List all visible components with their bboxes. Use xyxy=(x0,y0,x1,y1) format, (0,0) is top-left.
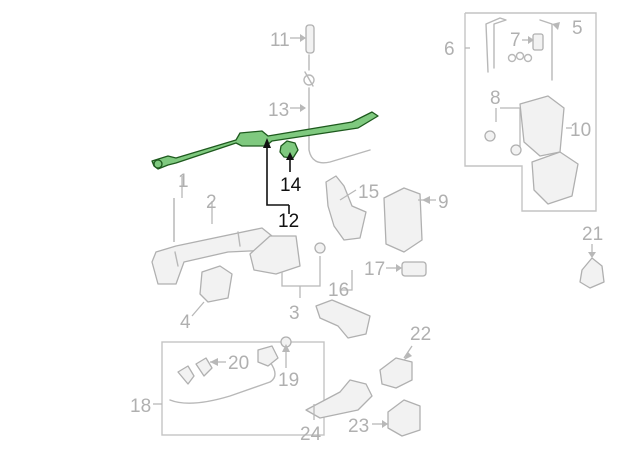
callout-19: 19 xyxy=(278,370,299,391)
part-17-switch xyxy=(386,261,427,277)
callout-13: 13 xyxy=(268,100,289,121)
callout-21: 21 xyxy=(582,224,603,245)
callout-1: 1 xyxy=(178,171,189,192)
callout-11: 11 xyxy=(270,30,290,51)
cable-kit-box xyxy=(161,341,325,436)
callout-8: 8 xyxy=(490,88,501,109)
part-12-cable xyxy=(151,111,379,170)
part-8-clips xyxy=(484,107,522,156)
callout-5: 5 xyxy=(572,18,583,39)
part-14-clip xyxy=(279,140,299,172)
part-23-plate xyxy=(372,399,421,437)
callout-2: 2 xyxy=(206,192,217,213)
part-12-bracket xyxy=(263,138,290,214)
callout-3: 3 xyxy=(289,303,300,324)
part-13-rod xyxy=(290,54,371,164)
callout-15: 15 xyxy=(358,182,379,203)
callout-22: 22 xyxy=(410,324,431,345)
part-3-bracket xyxy=(249,235,326,298)
part-24-check-link xyxy=(305,379,373,420)
callout-20: 20 xyxy=(228,353,249,374)
callout-14[interactable]: 14 xyxy=(280,175,302,196)
callout-12[interactable]: 12 xyxy=(278,211,299,232)
part-15-latch xyxy=(325,175,367,241)
part-4-plate xyxy=(191,265,233,317)
lock-assembly-box xyxy=(464,12,597,212)
callout-17: 17 xyxy=(364,259,385,280)
part-19-grommet xyxy=(280,336,292,368)
callout-18: 18 xyxy=(130,396,151,417)
part-16-cylinder xyxy=(315,270,371,339)
callout-24: 24 xyxy=(300,424,322,445)
part-10-lock-body xyxy=(519,95,579,205)
callout-9: 9 xyxy=(438,192,449,213)
part-18-cable-kit xyxy=(153,345,279,405)
part-7-clip xyxy=(522,33,544,51)
callout-10: 10 xyxy=(570,120,591,141)
part-22-striker xyxy=(379,345,413,389)
part-21-bumper xyxy=(579,244,605,289)
callout-7: 7 xyxy=(510,30,521,51)
callout-16: 16 xyxy=(328,280,349,301)
callout-6: 6 xyxy=(444,39,455,60)
callout-23: 23 xyxy=(348,416,369,437)
callout-4: 4 xyxy=(180,312,191,333)
